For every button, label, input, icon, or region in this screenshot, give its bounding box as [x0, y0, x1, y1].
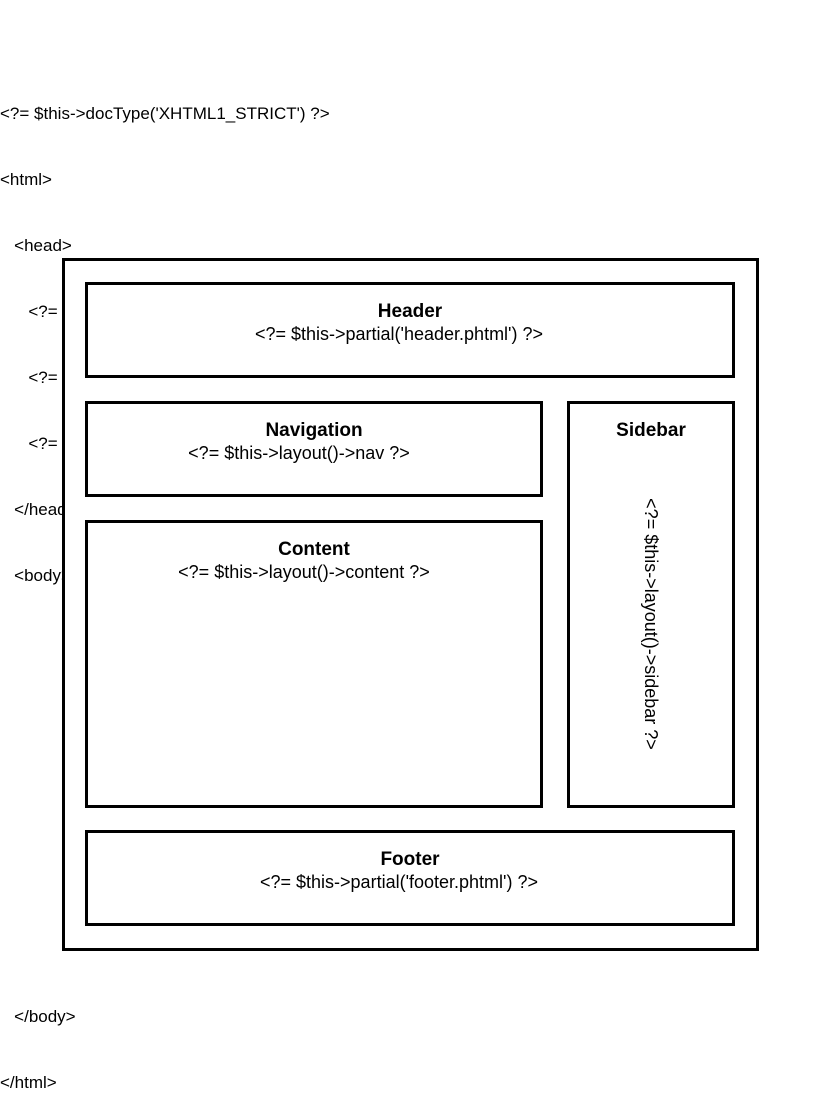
code-line: <html>	[0, 170, 52, 189]
code-line: </html>	[0, 1073, 57, 1092]
panel-content: Content <?= $this->layout()->content ?>	[85, 520, 543, 808]
code-line: <body>	[0, 566, 71, 585]
panel-navigation: Navigation <?= $this->layout()->nav ?>	[85, 401, 543, 497]
panel-sidebar: Sidebar <?= $this->layout()->sidebar ?>	[567, 401, 735, 808]
panel-sidebar-title: Sidebar	[616, 420, 686, 441]
panel-navigation-title: Navigation	[265, 420, 363, 441]
code-line: </body>	[0, 1007, 76, 1026]
code-line: </head>	[0, 500, 77, 519]
code-line: <?= $this->docType('XHTML1_STRICT') ?>	[0, 104, 330, 123]
panel-footer: Footer <?= $this->partial('footer.phtml'…	[85, 830, 735, 926]
panel-content-title: Content	[278, 539, 350, 560]
panel-footer-title: Footer	[380, 849, 440, 870]
panel-footer-code: <?= $this->partial('footer.phtml') ?>	[259, 872, 539, 892]
panel-navigation-code: <?= $this->layout()->nav ?>	[188, 443, 410, 463]
panel-sidebar-code-wrap: <?= $this->layout()->sidebar ?>	[570, 449, 732, 799]
code-listing-bottom: </body> </html>	[0, 962, 816, 1116]
panel-header-title: Header	[377, 301, 443, 322]
layout-frame: Header <?= $this->partial('header.phtml'…	[62, 258, 759, 951]
panel-content-code: <?= $this->layout()->content ?>	[178, 562, 430, 582]
panel-header-code: <?= $this->partial('header.phtml') ?>	[254, 324, 544, 344]
code-line: <head>	[0, 236, 72, 255]
panel-header: Header <?= $this->partial('header.phtml'…	[85, 282, 735, 378]
panel-sidebar-code: <?= $this->layout()->sidebar ?>	[641, 498, 661, 750]
